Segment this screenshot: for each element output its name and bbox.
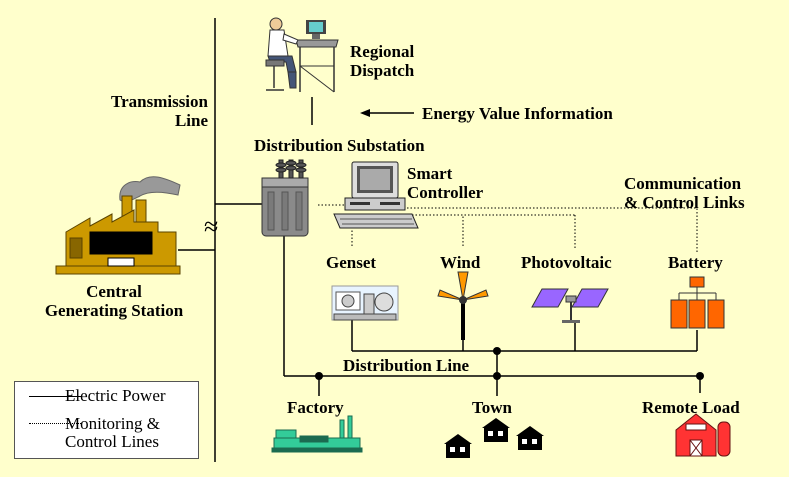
junction-dot [493, 347, 501, 355]
power-station-icon [55, 176, 181, 275]
smart-controller-label: Smart Controller [407, 164, 484, 202]
genset-icon [331, 285, 399, 321]
legend-electric-power: Electric Power [65, 386, 166, 405]
distribution-line-label: Distribution Line [343, 356, 470, 375]
barn-icon [675, 413, 731, 457]
legend: Electric Power Monitoring & Control Line… [14, 381, 199, 459]
transformer-icon [261, 159, 309, 237]
ac-symbol: ≈ [204, 212, 219, 241]
computer-icon [333, 161, 419, 229]
transmission-line-label: Transmission Line [111, 92, 208, 130]
communication-links-label: Communication & Control Links [624, 174, 745, 212]
remote-load-label: Remote Load [642, 398, 740, 417]
distribution-substation-label: Distribution Substation [254, 136, 425, 155]
town-houses-icon [444, 418, 544, 458]
regional-dispatch-label: Regional Dispatch [350, 42, 415, 80]
legend-monitoring-swatch [29, 423, 81, 424]
junction-dot [696, 372, 704, 380]
battery-icon [670, 276, 725, 329]
battery-label: Battery [668, 253, 723, 272]
factory-icon [271, 415, 363, 453]
wind-label: Wind [440, 253, 481, 272]
solar-panel-icon [531, 288, 609, 323]
town-label: Town [472, 398, 513, 417]
central-generating-station-label: Central Generating Station [44, 282, 184, 320]
wind-turbine-icon [437, 271, 489, 340]
legend-monitoring-control: Monitoring & Control Lines [65, 414, 160, 451]
energy-value-information-label: Energy Value Information [422, 104, 613, 123]
dispatch-operator-icon [265, 17, 339, 93]
junction-dot [493, 372, 501, 380]
photovoltaic-label: Photovoltaic [521, 253, 612, 272]
factory-label: Factory [287, 398, 344, 417]
genset-label: Genset [326, 253, 377, 272]
legend-electric-swatch [29, 396, 81, 397]
junction-dot [315, 372, 323, 380]
